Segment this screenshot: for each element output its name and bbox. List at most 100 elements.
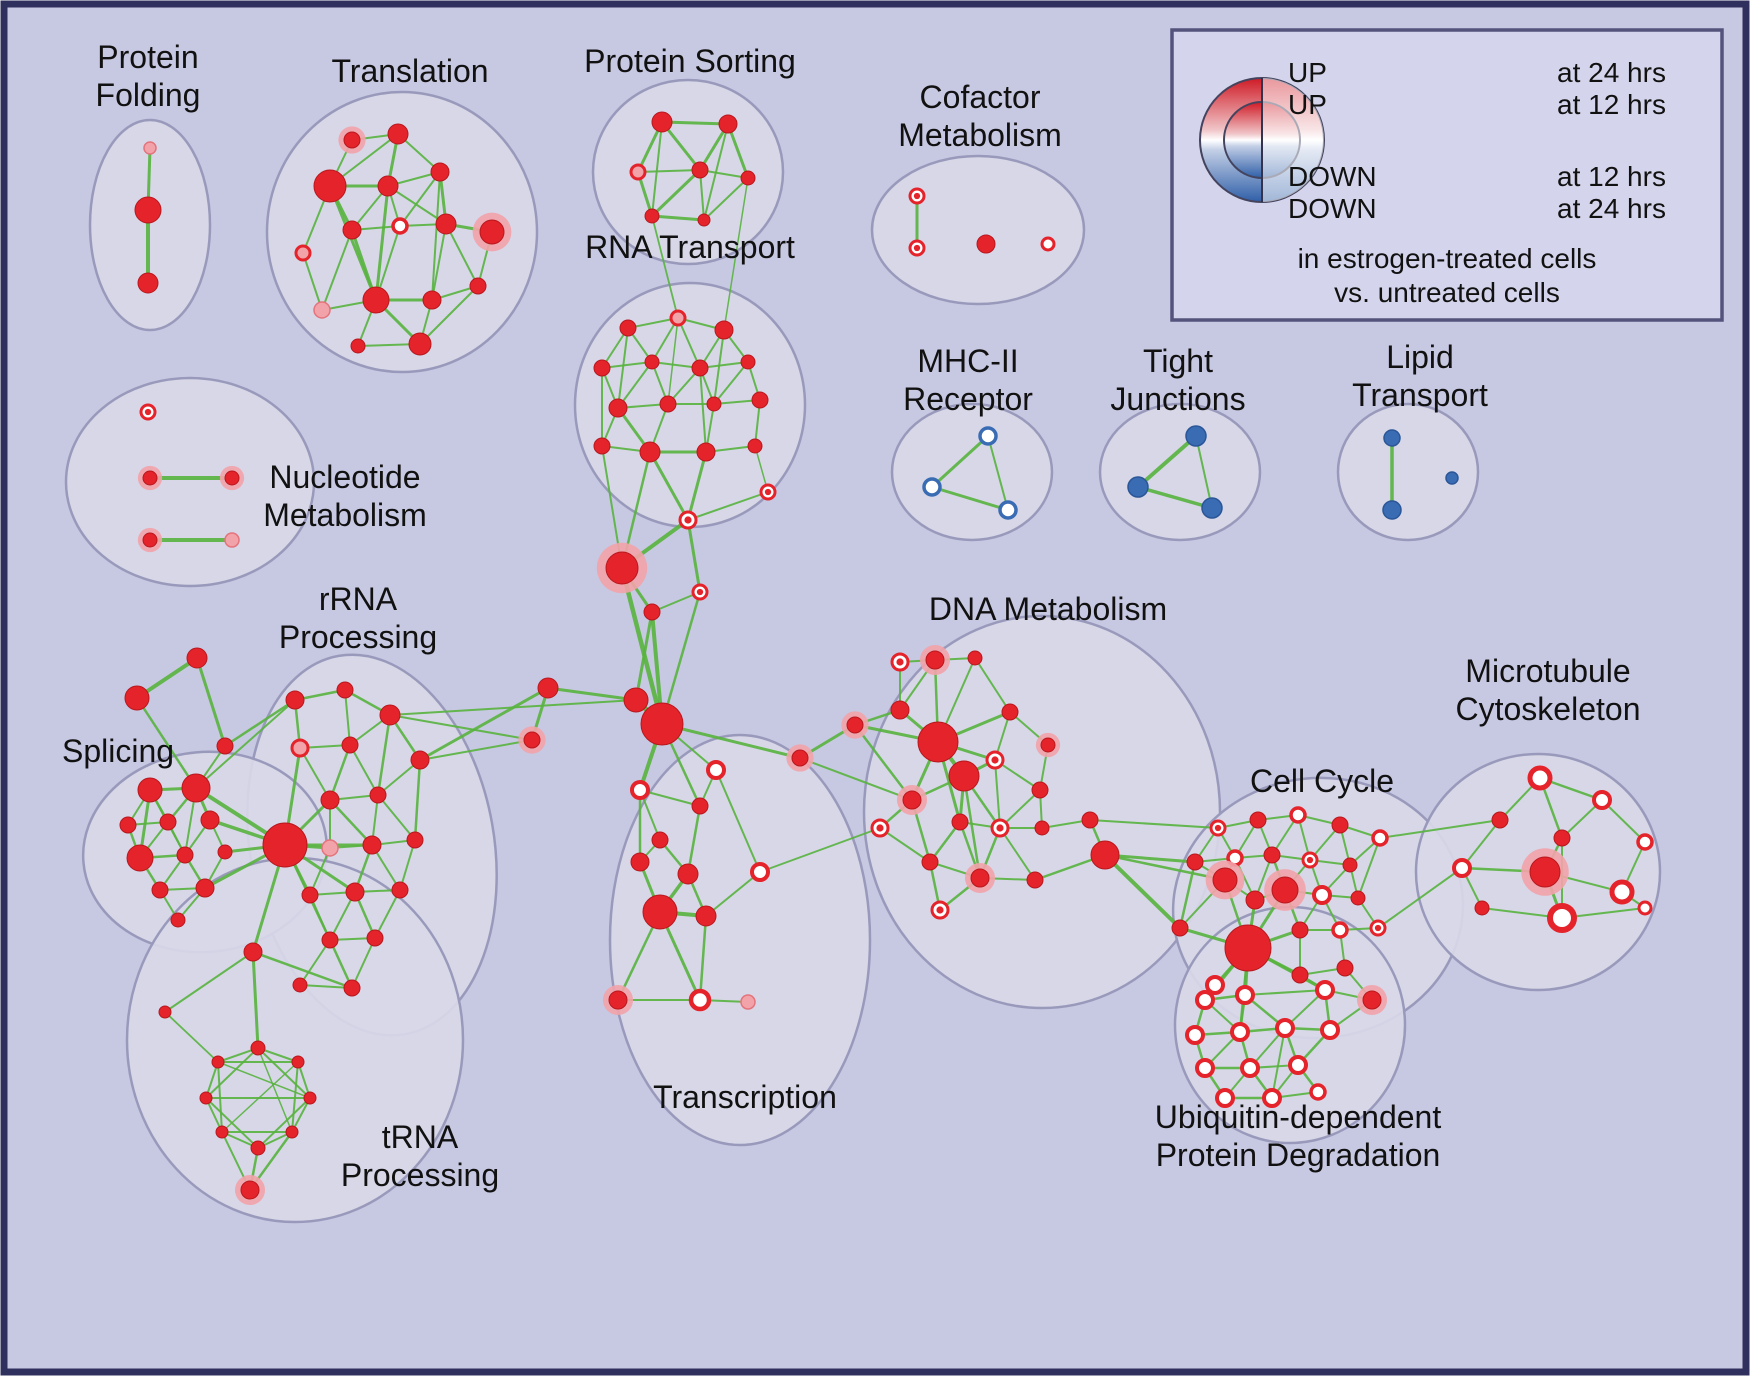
gene-node[interactable]: [240, 1180, 260, 1200]
gene-node[interactable]: [630, 780, 650, 800]
gene-node[interactable]: [1320, 1020, 1340, 1040]
gene-node[interactable]: [377, 175, 399, 197]
gene-node[interactable]: [469, 277, 487, 295]
gene-node[interactable]: [1382, 500, 1402, 520]
gene-node[interactable]: [345, 882, 365, 902]
gene-node[interactable]: [1291, 966, 1309, 984]
gene-node[interactable]: [1342, 857, 1358, 873]
gene-node[interactable]: [321, 931, 339, 949]
gene-node[interactable]: [976, 234, 996, 254]
gene-node[interactable]: [1491, 811, 1509, 829]
gene-node[interactable]: [951, 813, 969, 831]
gene-node[interactable]: [1331, 816, 1349, 834]
gene-node[interactable]: [1609, 879, 1635, 905]
gene-node[interactable]: [186, 647, 208, 669]
gene-node[interactable]: [642, 894, 678, 930]
gene-node[interactable]: [224, 470, 240, 486]
gene-node[interactable]: [292, 977, 308, 993]
gene-node[interactable]: [435, 213, 457, 235]
gene-node[interactable]: [303, 1091, 317, 1105]
gene-node[interactable]: [608, 990, 628, 1010]
gene-node[interactable]: [1026, 871, 1044, 889]
gene-node[interactable]: [640, 702, 684, 746]
gene-node[interactable]: [224, 532, 240, 548]
gene-node[interactable]: [290, 738, 310, 758]
gene-node[interactable]: [651, 111, 673, 133]
gene-node[interactable]: [143, 141, 157, 155]
gene-node[interactable]: [195, 878, 215, 898]
gene-node[interactable]: [342, 220, 362, 240]
gene-node[interactable]: [747, 438, 763, 454]
gene-node[interactable]: [313, 169, 347, 203]
gene-node[interactable]: [336, 681, 354, 699]
gene-node[interactable]: [917, 721, 959, 763]
gene-node[interactable]: [1474, 900, 1490, 916]
gene-node[interactable]: [691, 797, 709, 815]
gene-node[interactable]: [406, 831, 424, 849]
gene-node[interactable]: [1309, 1083, 1327, 1101]
gene-node[interactable]: [124, 685, 150, 711]
gene-node[interactable]: [740, 994, 756, 1010]
gene-node[interactable]: [1001, 703, 1019, 721]
gene-node[interactable]: [659, 395, 677, 413]
gene-node[interactable]: [243, 942, 263, 962]
gene-node[interactable]: [1452, 858, 1472, 878]
gene-node[interactable]: [630, 852, 650, 872]
gene-node[interactable]: [479, 219, 505, 245]
gene-node[interactable]: [262, 822, 308, 868]
gene-node[interactable]: [1315, 980, 1335, 1000]
gene-node[interactable]: [677, 863, 699, 885]
gene-node[interactable]: [1185, 425, 1207, 447]
gene-node[interactable]: [1031, 781, 1049, 799]
gene-node[interactable]: [151, 881, 169, 899]
gene-node[interactable]: [126, 844, 154, 872]
gene-node[interactable]: [593, 437, 611, 455]
gene-node[interactable]: [608, 398, 628, 418]
gene-node[interactable]: [1288, 1055, 1308, 1075]
gene-node[interactable]: [846, 716, 864, 734]
gene-node[interactable]: [1195, 1058, 1215, 1078]
gene-node[interactable]: [321, 839, 339, 857]
gene-node[interactable]: [250, 1040, 266, 1056]
gene-node[interactable]: [301, 886, 319, 904]
gene-node[interactable]: [119, 816, 137, 834]
gene-node[interactable]: [1201, 497, 1223, 519]
gene-node[interactable]: [1275, 1018, 1295, 1038]
gene-node[interactable]: [362, 286, 390, 314]
gene-node[interactable]: [1312, 885, 1332, 905]
gene-node[interactable]: [1263, 846, 1281, 864]
gene-node[interactable]: [1553, 829, 1571, 847]
gene-node[interactable]: [343, 131, 361, 149]
gene-node[interactable]: [1291, 921, 1309, 939]
gene-node[interactable]: [629, 163, 647, 181]
gene-node[interactable]: [142, 470, 158, 486]
gene-node[interactable]: [1331, 921, 1349, 939]
gene-node[interactable]: [1185, 1025, 1205, 1045]
gene-node[interactable]: [1224, 924, 1272, 972]
gene-node[interactable]: [718, 114, 738, 134]
gene-node[interactable]: [921, 853, 939, 871]
gene-node[interactable]: [925, 650, 945, 670]
gene-node[interactable]: [313, 301, 331, 319]
gene-node[interactable]: [669, 309, 687, 327]
gene-node[interactable]: [1090, 840, 1120, 870]
gene-node[interactable]: [134, 196, 162, 224]
gene-node[interactable]: [1249, 811, 1267, 829]
gene-node[interactable]: [1034, 820, 1050, 836]
gene-node[interactable]: [410, 750, 430, 770]
gene-node[interactable]: [691, 161, 709, 179]
gene-node[interactable]: [217, 844, 233, 860]
gene-node[interactable]: [1215, 1088, 1235, 1108]
gene-node[interactable]: [623, 687, 649, 713]
gene-node[interactable]: [199, 1091, 213, 1105]
gene-node[interactable]: [890, 700, 910, 720]
gene-node[interactable]: [137, 777, 163, 803]
gene-node[interactable]: [350, 338, 366, 354]
gene-node[interactable]: [158, 1005, 172, 1019]
gene-node[interactable]: [1289, 806, 1307, 824]
gene-node[interactable]: [387, 123, 409, 145]
gene-node[interactable]: [1547, 903, 1577, 933]
gene-node[interactable]: [391, 881, 409, 899]
gene-node[interactable]: [1212, 867, 1238, 893]
gene-node[interactable]: [200, 810, 220, 830]
